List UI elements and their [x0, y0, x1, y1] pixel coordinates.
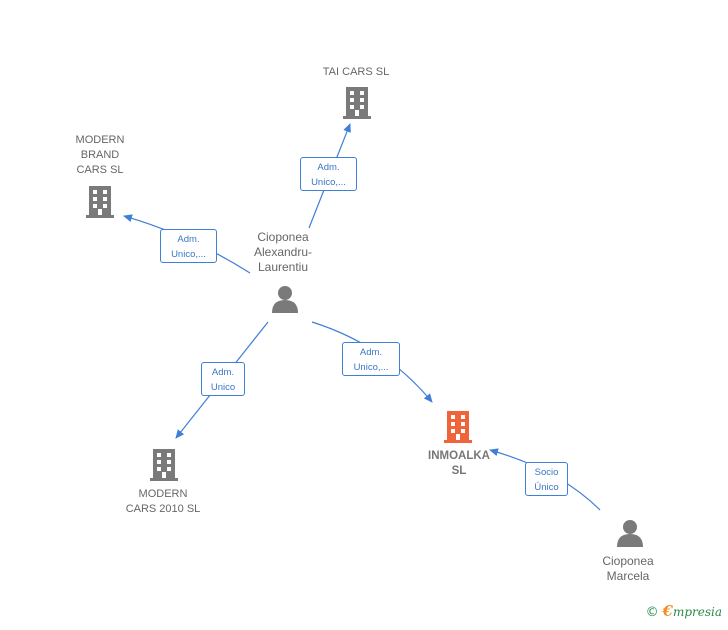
empresia-logo-e: €: [662, 602, 673, 620]
copyright-icon: ©: [645, 605, 659, 620]
edge-label-to-tai[interactable]: Adm. Unico,...: [300, 157, 357, 191]
person-label-marcela[interactable]: Cioponea Marcela: [602, 554, 654, 583]
person-icon[interactable]: [617, 520, 643, 547]
edge-label-to-inmoalka[interactable]: Adm. Unico,...: [342, 342, 400, 376]
empresia-logo-text: mpresia: [672, 605, 722, 619]
building-icon[interactable]: [150, 449, 178, 481]
company-label-inmoalka[interactable]: INMOALKA SL: [428, 450, 490, 477]
edge-label-to-modern-2010[interactable]: Adm. Unico: [201, 362, 245, 396]
edge-label-to-modern-brand[interactable]: Adm. Unico,...: [160, 229, 217, 263]
edge-label-marcela-to-inmoalka[interactable]: Socio Único: [525, 462, 568, 496]
person-icon[interactable]: [272, 286, 298, 313]
company-label-tai-cars[interactable]: TAI CARS SL: [322, 66, 390, 78]
company-label-modern-brand[interactable]: MODERN BRAND CARS SL: [75, 134, 125, 176]
company-label-modern-2010[interactable]: MODERN CARS 2010 SL: [125, 488, 201, 515]
building-icon[interactable]: [343, 87, 371, 119]
building-icon[interactable]: [86, 186, 114, 218]
empresia-watermark: © €mpresia: [646, 602, 722, 620]
building-icon-highlighted[interactable]: [444, 411, 472, 443]
person-label-main[interactable]: Cioponea Alexandru- Laurentiu: [253, 230, 313, 274]
